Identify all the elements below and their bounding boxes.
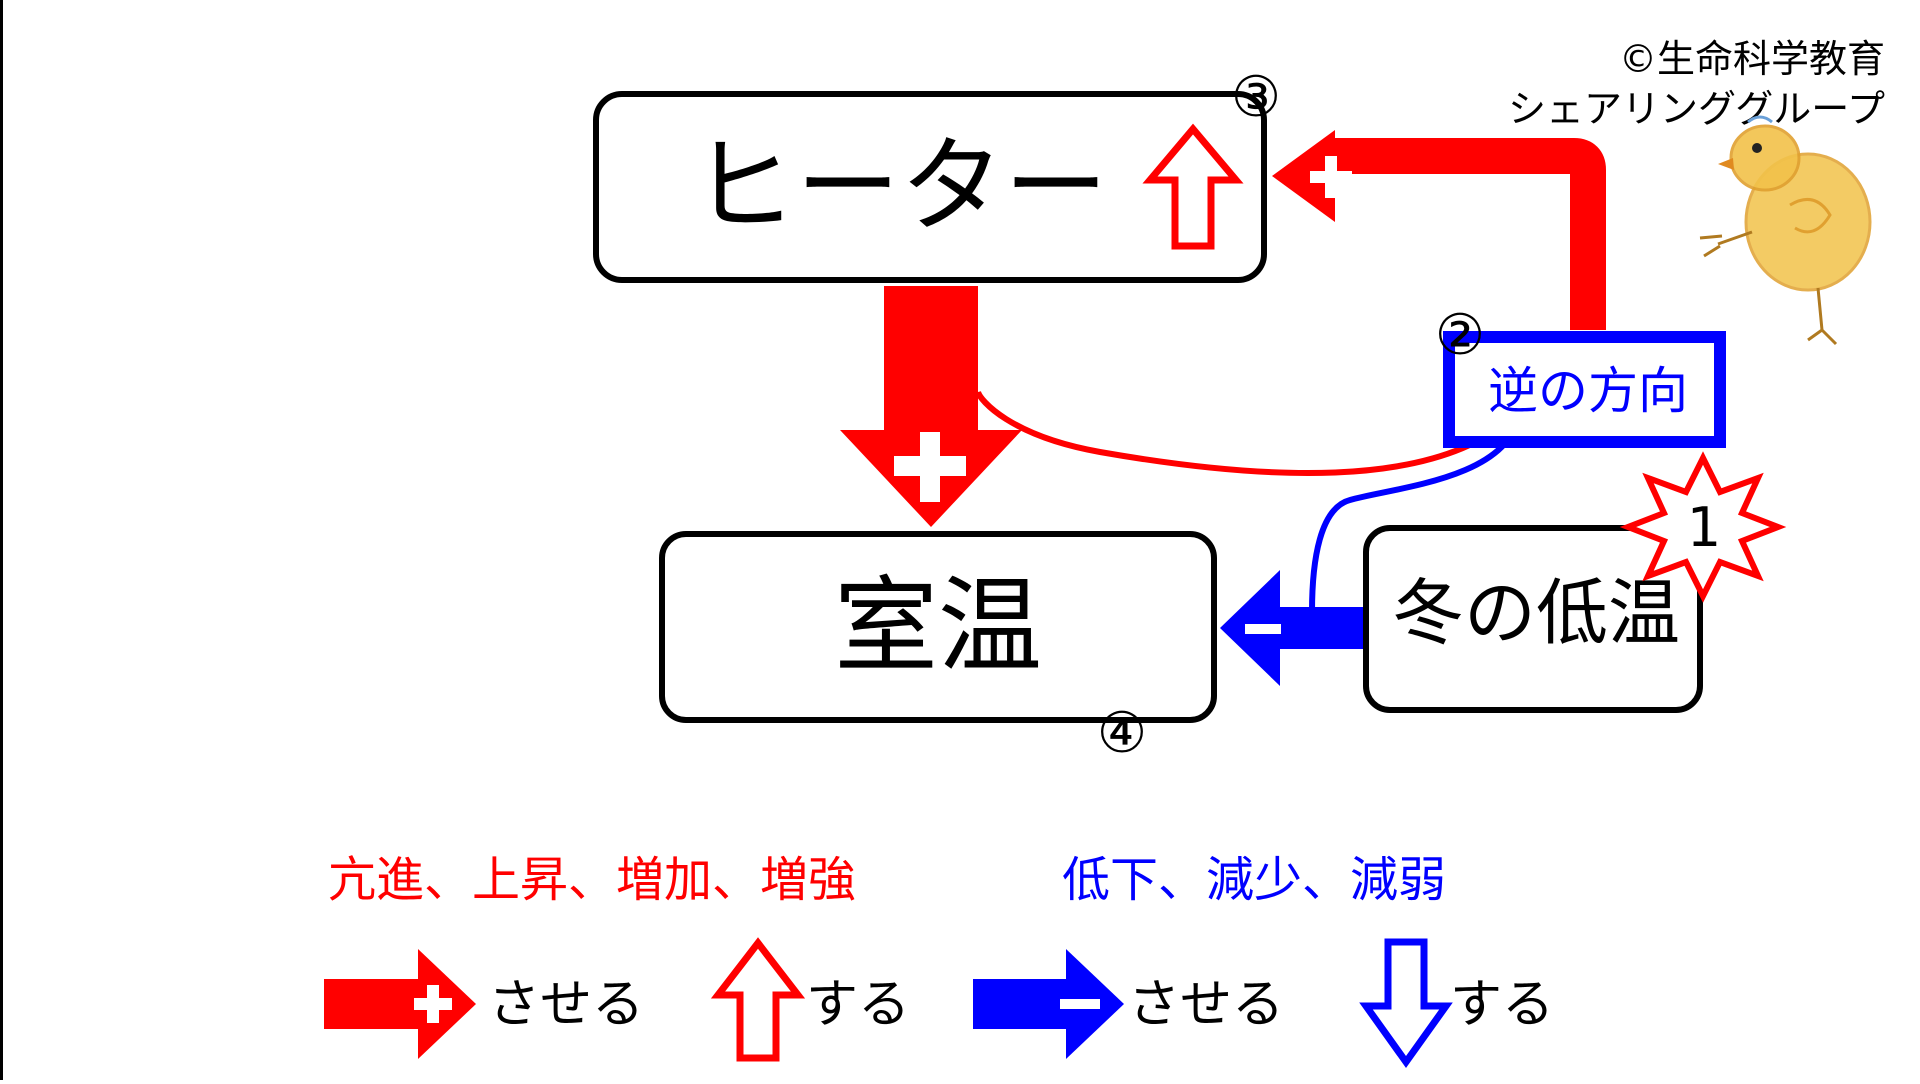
legend-inhibit-label: させる [1128, 975, 1284, 1035]
heater-rise-arrow-icon [1142, 123, 1244, 250]
room-temp-label: 室温 [834, 565, 1042, 687]
reverse-link-red-curve [975, 390, 1514, 477]
legend-fall-arrow-icon [1359, 938, 1453, 1069]
legend-promote-label: させる [488, 975, 644, 1035]
winter-low-temp-box [1363, 525, 1703, 713]
copyright-line-1: ©生命科学教育 [1619, 37, 1885, 81]
plus-sign [1310, 156, 1352, 198]
promote-arrow-to-heater [1332, 138, 1606, 330]
heater-step-number: ③ [1231, 65, 1281, 130]
room-step-number: ④ [1097, 701, 1147, 766]
reverse-step-number: ② [1435, 303, 1485, 368]
heater-label: ヒーター [692, 125, 1108, 247]
legend-promote-arrow-icon [324, 949, 476, 1059]
winter-low-temp-label: 冬の低温 [1392, 571, 1680, 655]
reverse-direction-box [1443, 331, 1726, 448]
starburst-icon [1619, 451, 1787, 603]
winter-step-number: 1 [1687, 496, 1721, 559]
promote-arrow-heater-to-room [840, 286, 1022, 527]
legend-inhibit-arrow-icon [973, 949, 1124, 1059]
inhibit-arrow-winter-to-room [1220, 570, 1364, 686]
promote-arrowhead-heater [1272, 130, 1335, 222]
room-temp-box [659, 531, 1217, 723]
copyright-line-2: シェアリンググループ [1508, 87, 1885, 131]
heater-box [593, 91, 1267, 283]
legend-decrease-terms: 低下、減少、減弱 [1062, 852, 1446, 908]
legend-rise-arrow-icon [710, 937, 806, 1062]
reverse-direction-label: 逆の方向 [1488, 362, 1688, 420]
legend-fall-label: する [1450, 975, 1554, 1035]
legend-increase-terms: 亢進、上昇、増加、増強 [328, 852, 856, 908]
reverse-link-blue-curve [1309, 417, 1521, 613]
legend-rise-label: する [806, 975, 910, 1035]
chick-illustration [1699, 115, 1872, 346]
